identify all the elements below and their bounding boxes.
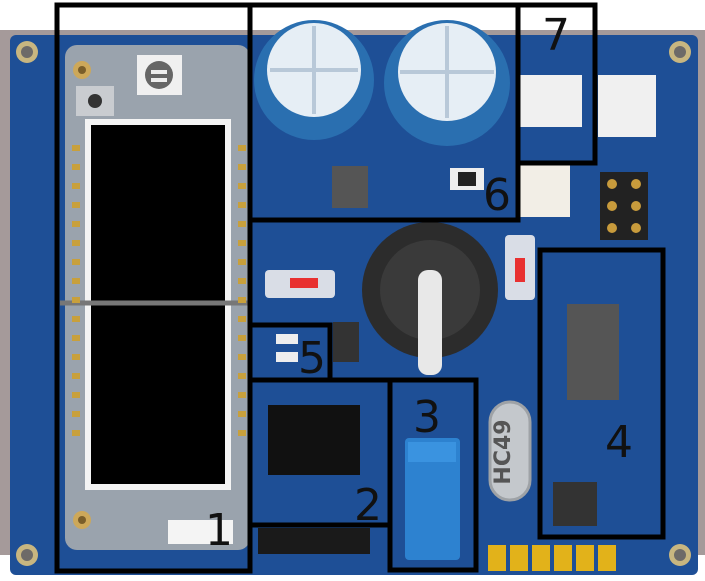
module-pad xyxy=(238,297,246,303)
module-pad xyxy=(72,145,80,151)
region-6-label: 6 xyxy=(483,170,511,221)
region-1-label: 1 xyxy=(205,505,233,556)
module-pad xyxy=(238,221,246,227)
mounting-holes xyxy=(16,41,691,566)
module-pad xyxy=(72,240,80,246)
crystal-hc49: HC49 xyxy=(488,400,532,502)
ic-region-2 xyxy=(258,405,370,554)
header-pin xyxy=(598,545,616,571)
region-4-outline xyxy=(537,247,666,540)
module-pads xyxy=(72,145,246,436)
module-pad xyxy=(238,354,246,360)
region-1-outline xyxy=(54,2,253,574)
module-pad xyxy=(72,164,80,170)
module-pad xyxy=(72,278,80,284)
slide-switches xyxy=(265,235,535,300)
region-5-label: 5 xyxy=(298,333,326,384)
module-pad xyxy=(238,183,246,189)
module-pad xyxy=(238,335,246,341)
module-pad xyxy=(72,202,80,208)
display-module xyxy=(60,45,250,550)
header-pin xyxy=(554,545,572,571)
module-pad xyxy=(72,430,80,436)
region-2-label: 2 xyxy=(354,480,382,531)
header-pin xyxy=(576,545,594,571)
buzzer xyxy=(362,222,498,375)
electrolytic-capacitors xyxy=(254,20,510,208)
module-pad xyxy=(72,354,80,360)
region-numbers: 1 2 3 4 5 6 7 xyxy=(205,10,633,556)
blue-capacitor xyxy=(405,438,460,560)
module-pad xyxy=(72,316,80,322)
region-3-label: 3 xyxy=(413,392,441,443)
ic-region-4 xyxy=(553,304,619,526)
module-pad xyxy=(238,430,246,436)
module-pad xyxy=(238,411,246,417)
module-pad xyxy=(238,240,246,246)
region-4-label: 4 xyxy=(605,417,633,468)
module-pad xyxy=(72,183,80,189)
module-pad xyxy=(238,278,246,284)
module-pad xyxy=(238,316,246,322)
module-pad xyxy=(72,297,80,303)
module-pad xyxy=(238,202,246,208)
module-pad xyxy=(238,259,246,265)
module-pad xyxy=(72,373,80,379)
module-pad xyxy=(238,145,246,151)
region-outlines xyxy=(54,2,666,574)
module-pad xyxy=(72,411,80,417)
module-pad xyxy=(72,392,80,398)
region-7-label: 7 xyxy=(542,10,570,61)
header-pin xyxy=(532,545,550,571)
module-pad xyxy=(238,164,246,170)
module-pad xyxy=(72,221,80,227)
module-pad xyxy=(72,335,80,341)
crystal-label: HC49 xyxy=(491,419,516,484)
module-pad xyxy=(238,392,246,398)
module-pad xyxy=(72,259,80,265)
yellow-header xyxy=(488,545,616,571)
white-connectors xyxy=(520,75,656,240)
region-7-outline xyxy=(515,2,598,166)
diode-area xyxy=(276,322,359,362)
module-pad xyxy=(238,373,246,379)
header-pin xyxy=(488,545,506,571)
header-pin xyxy=(510,545,528,571)
region-3-outline xyxy=(387,377,479,573)
